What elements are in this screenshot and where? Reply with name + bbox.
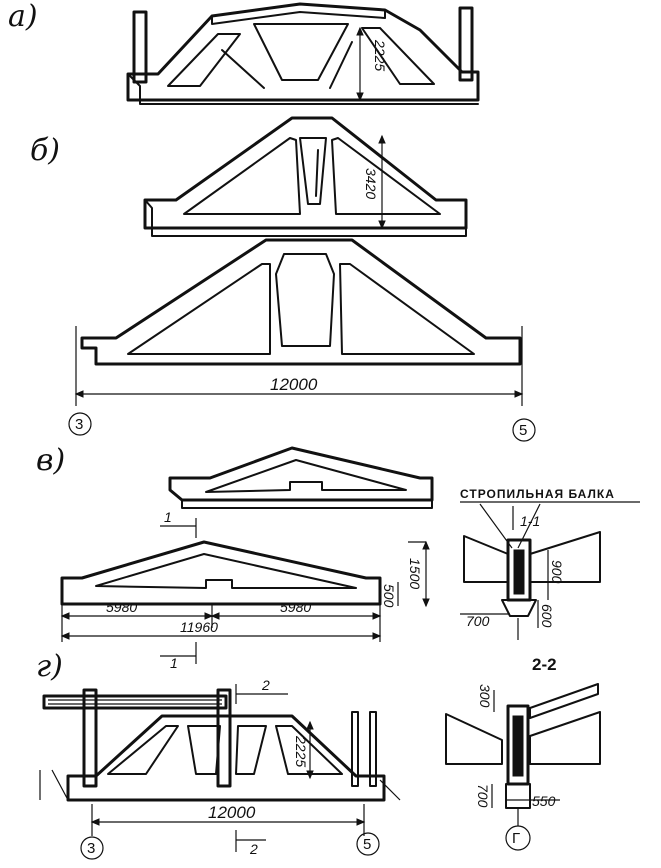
panel-a-right-post	[458, 6, 474, 82]
section-1-1-dim-700: 700	[466, 613, 490, 629]
panel-b-truss-3d	[143, 116, 468, 230]
svg-text:Г: Г	[512, 830, 520, 847]
svg-text:5: 5	[363, 836, 371, 853]
panel-a-web-opening	[361, 27, 435, 85]
section-2-2-roof-slab	[529, 683, 599, 719]
panel-a-left-post	[132, 10, 148, 84]
panel-v-half-left: 5980	[106, 599, 137, 615]
panel-g-roof-beam	[42, 694, 228, 710]
panel-a-height-dim: 2225	[372, 39, 388, 71]
svg-text:2: 2	[249, 841, 258, 857]
svg-text:1: 1	[170, 655, 178, 671]
svg-text:1: 1	[164, 509, 172, 525]
axis-bubble-g	[505, 825, 531, 851]
rafter-beam-caption: СТРОПИЛЬНАЯ БАЛКА	[460, 487, 615, 501]
panel-v-height-low: 500	[381, 584, 397, 608]
panel-v-height-total: 1500	[407, 558, 423, 589]
panel-v-label: в)	[36, 443, 65, 478]
panel-a-web-opening	[167, 33, 241, 87]
panel-v-beam: в) 1 1500 500 5980 5980 11960 1	[36, 443, 640, 671]
section-2-2-left-slab	[445, 713, 503, 765]
section-2-2-title: 2-2	[532, 655, 557, 674]
section-1-1-dim-600: 600	[539, 604, 555, 628]
panel-v-beam-3d	[168, 446, 434, 502]
panel-a-label: а)	[8, 0, 38, 34]
section-1-1-dim-900: 900	[549, 560, 565, 584]
section-1-1-left-slab	[463, 535, 509, 583]
panel-a-truss: а) 2225	[8, 0, 480, 105]
panel-g-truss-outline	[66, 714, 386, 802]
panel-v-half-right: 5980	[280, 599, 311, 615]
panel-g-height-dim: 2225	[293, 735, 309, 767]
panel-v-span: 11960	[180, 619, 218, 635]
axis-bubble-5	[512, 418, 536, 442]
svg-text:3: 3	[75, 416, 83, 433]
panel-g-span-dim: 12000	[208, 803, 256, 822]
panel-v-beam-elevation	[60, 540, 382, 606]
axis-bubble-5	[356, 832, 380, 856]
panel-a-truss-outline	[126, 2, 480, 102]
panel-g-left-column	[82, 688, 98, 788]
svg-text:5: 5	[519, 422, 527, 439]
panel-b-label: б)	[30, 133, 60, 168]
section-2-2-dim-700: 700	[475, 784, 491, 808]
section-2-2-dim-550: 550	[532, 793, 556, 809]
svg-text:3: 3	[87, 840, 95, 857]
section-2-2-dim-300: 300	[477, 684, 493, 708]
panel-a-web-opening	[253, 23, 349, 81]
panel-b-truss: б) 3420 12000 3 5	[30, 116, 536, 442]
svg-text:2: 2	[261, 677, 270, 693]
axis-bubble-3	[68, 412, 92, 436]
section-1-1-title: 1-1	[520, 513, 540, 529]
panel-b-span-dim: 12000	[270, 375, 318, 394]
panel-g-assembly: г) 2225 2 12000 2 3 5	[36, 649, 601, 860]
panel-b-height-dim: 3420	[363, 168, 379, 199]
panel-b-truss-elevation	[80, 238, 522, 366]
axis-bubble-3	[80, 836, 104, 860]
panel-g-label: г)	[36, 649, 63, 684]
